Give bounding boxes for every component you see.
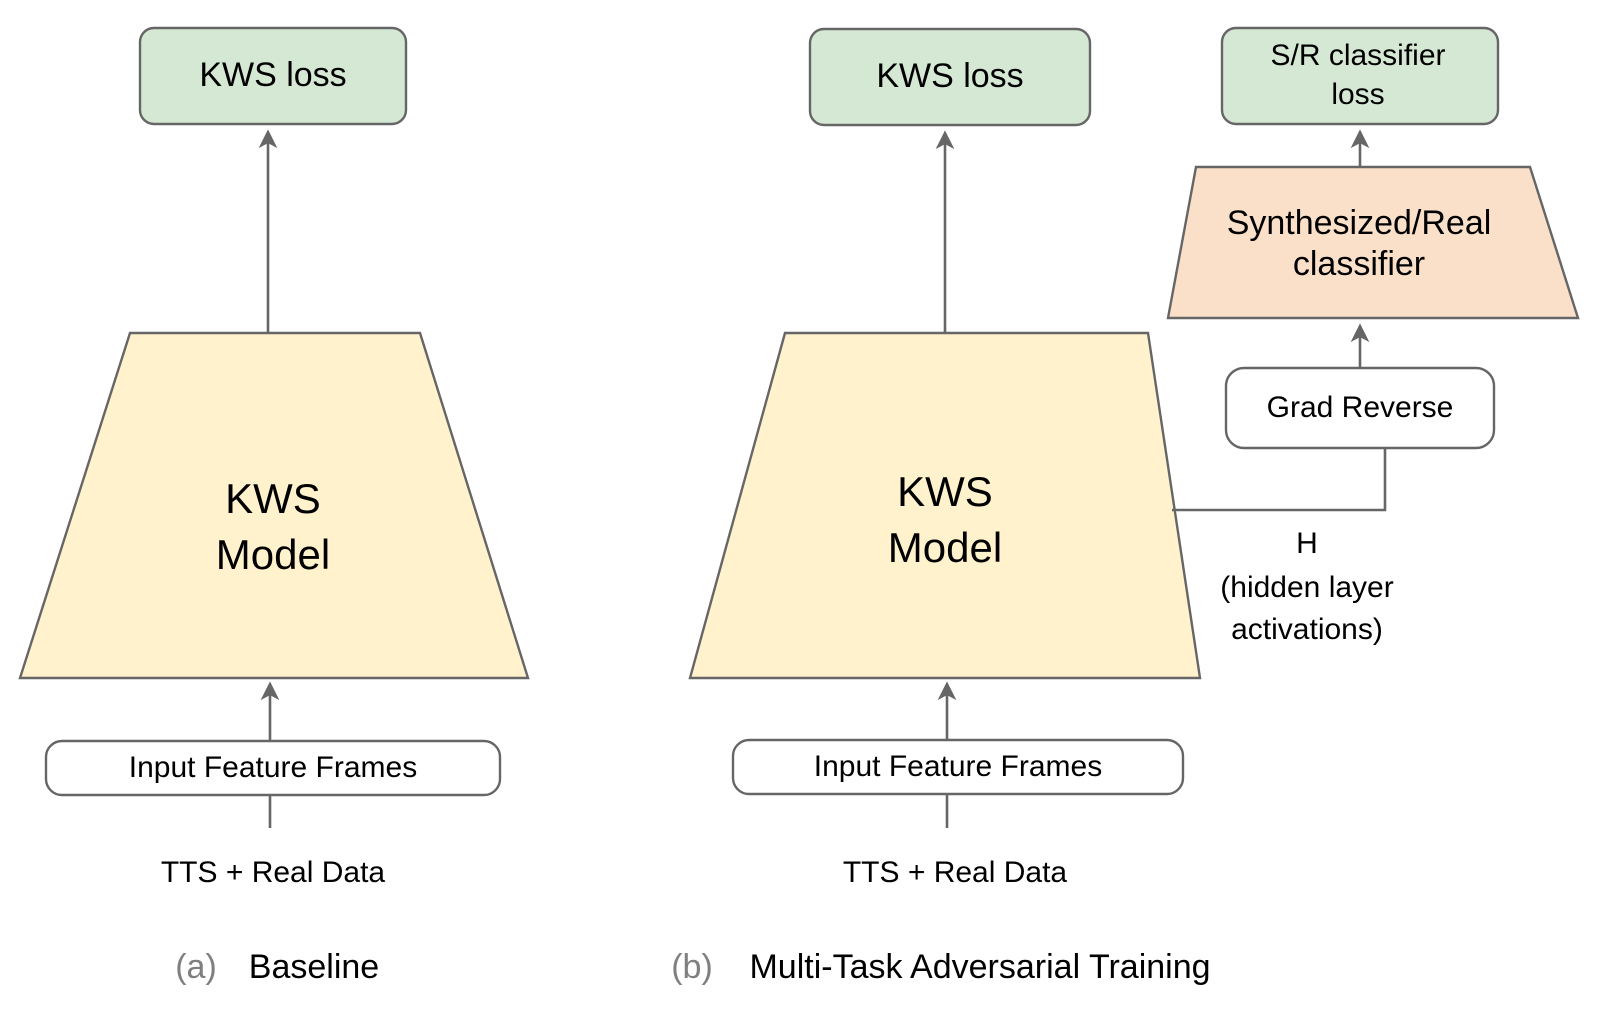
- kws-loss-label-b: KWS loss: [876, 57, 1023, 95]
- sr-classifier-label-line2: classifier: [1293, 245, 1425, 283]
- kws-model-label-line1-b: KWS: [897, 468, 993, 515]
- sr-classifier-loss-label-line1: S/R classifier: [1270, 39, 1445, 72]
- data-source-label-b: TTS + Real Data: [843, 856, 1068, 889]
- hidden-activations-label-line1: H: [1296, 527, 1318, 560]
- input-feature-frames-box-b: [731, 738, 1185, 796]
- input-feature-frames-label-b: Input Feature Frames: [814, 750, 1102, 783]
- input-feature-frames-label-a: Input Feature Frames: [129, 751, 417, 784]
- input-feature-frames-box-a: [44, 739, 502, 797]
- hidden-activations-label-line3: activations): [1231, 613, 1383, 646]
- kws-loss-box-a: [138, 26, 408, 126]
- caption-label-a: Baseline: [249, 948, 379, 986]
- kws-model-trapezoid-a: [18, 331, 530, 680]
- sr-classifier-label-line1: Synthesized/Real: [1227, 204, 1492, 242]
- sr-classifier-loss-label-line2: loss: [1331, 78, 1384, 111]
- hidden-activations-label-line2: (hidden layer: [1220, 571, 1393, 604]
- caption-index-b: (b): [671, 948, 713, 986]
- kws-model-label-line2-a: Model: [216, 531, 330, 578]
- caption-label-b: Multi-Task Adversarial Training: [749, 948, 1210, 986]
- kws-loss-label-a: KWS loss: [199, 56, 346, 94]
- kws-loss-box-b: [808, 27, 1092, 127]
- grad-reverse-label: Grad Reverse: [1267, 391, 1454, 424]
- edge-hidden-activations-to-grad-reverse: [1172, 448, 1387, 512]
- data-source-label-a: TTS + Real Data: [161, 856, 386, 889]
- kws-model-label-line1-a: KWS: [225, 475, 321, 522]
- sr-classifier-loss-box: [1220, 26, 1500, 126]
- kws-model-trapezoid-b: [688, 331, 1202, 680]
- sr-classifier-trapezoid: [1166, 165, 1580, 320]
- caption-index-a: (a): [175, 948, 217, 986]
- kws-model-label-line2-b: Model: [888, 524, 1002, 571]
